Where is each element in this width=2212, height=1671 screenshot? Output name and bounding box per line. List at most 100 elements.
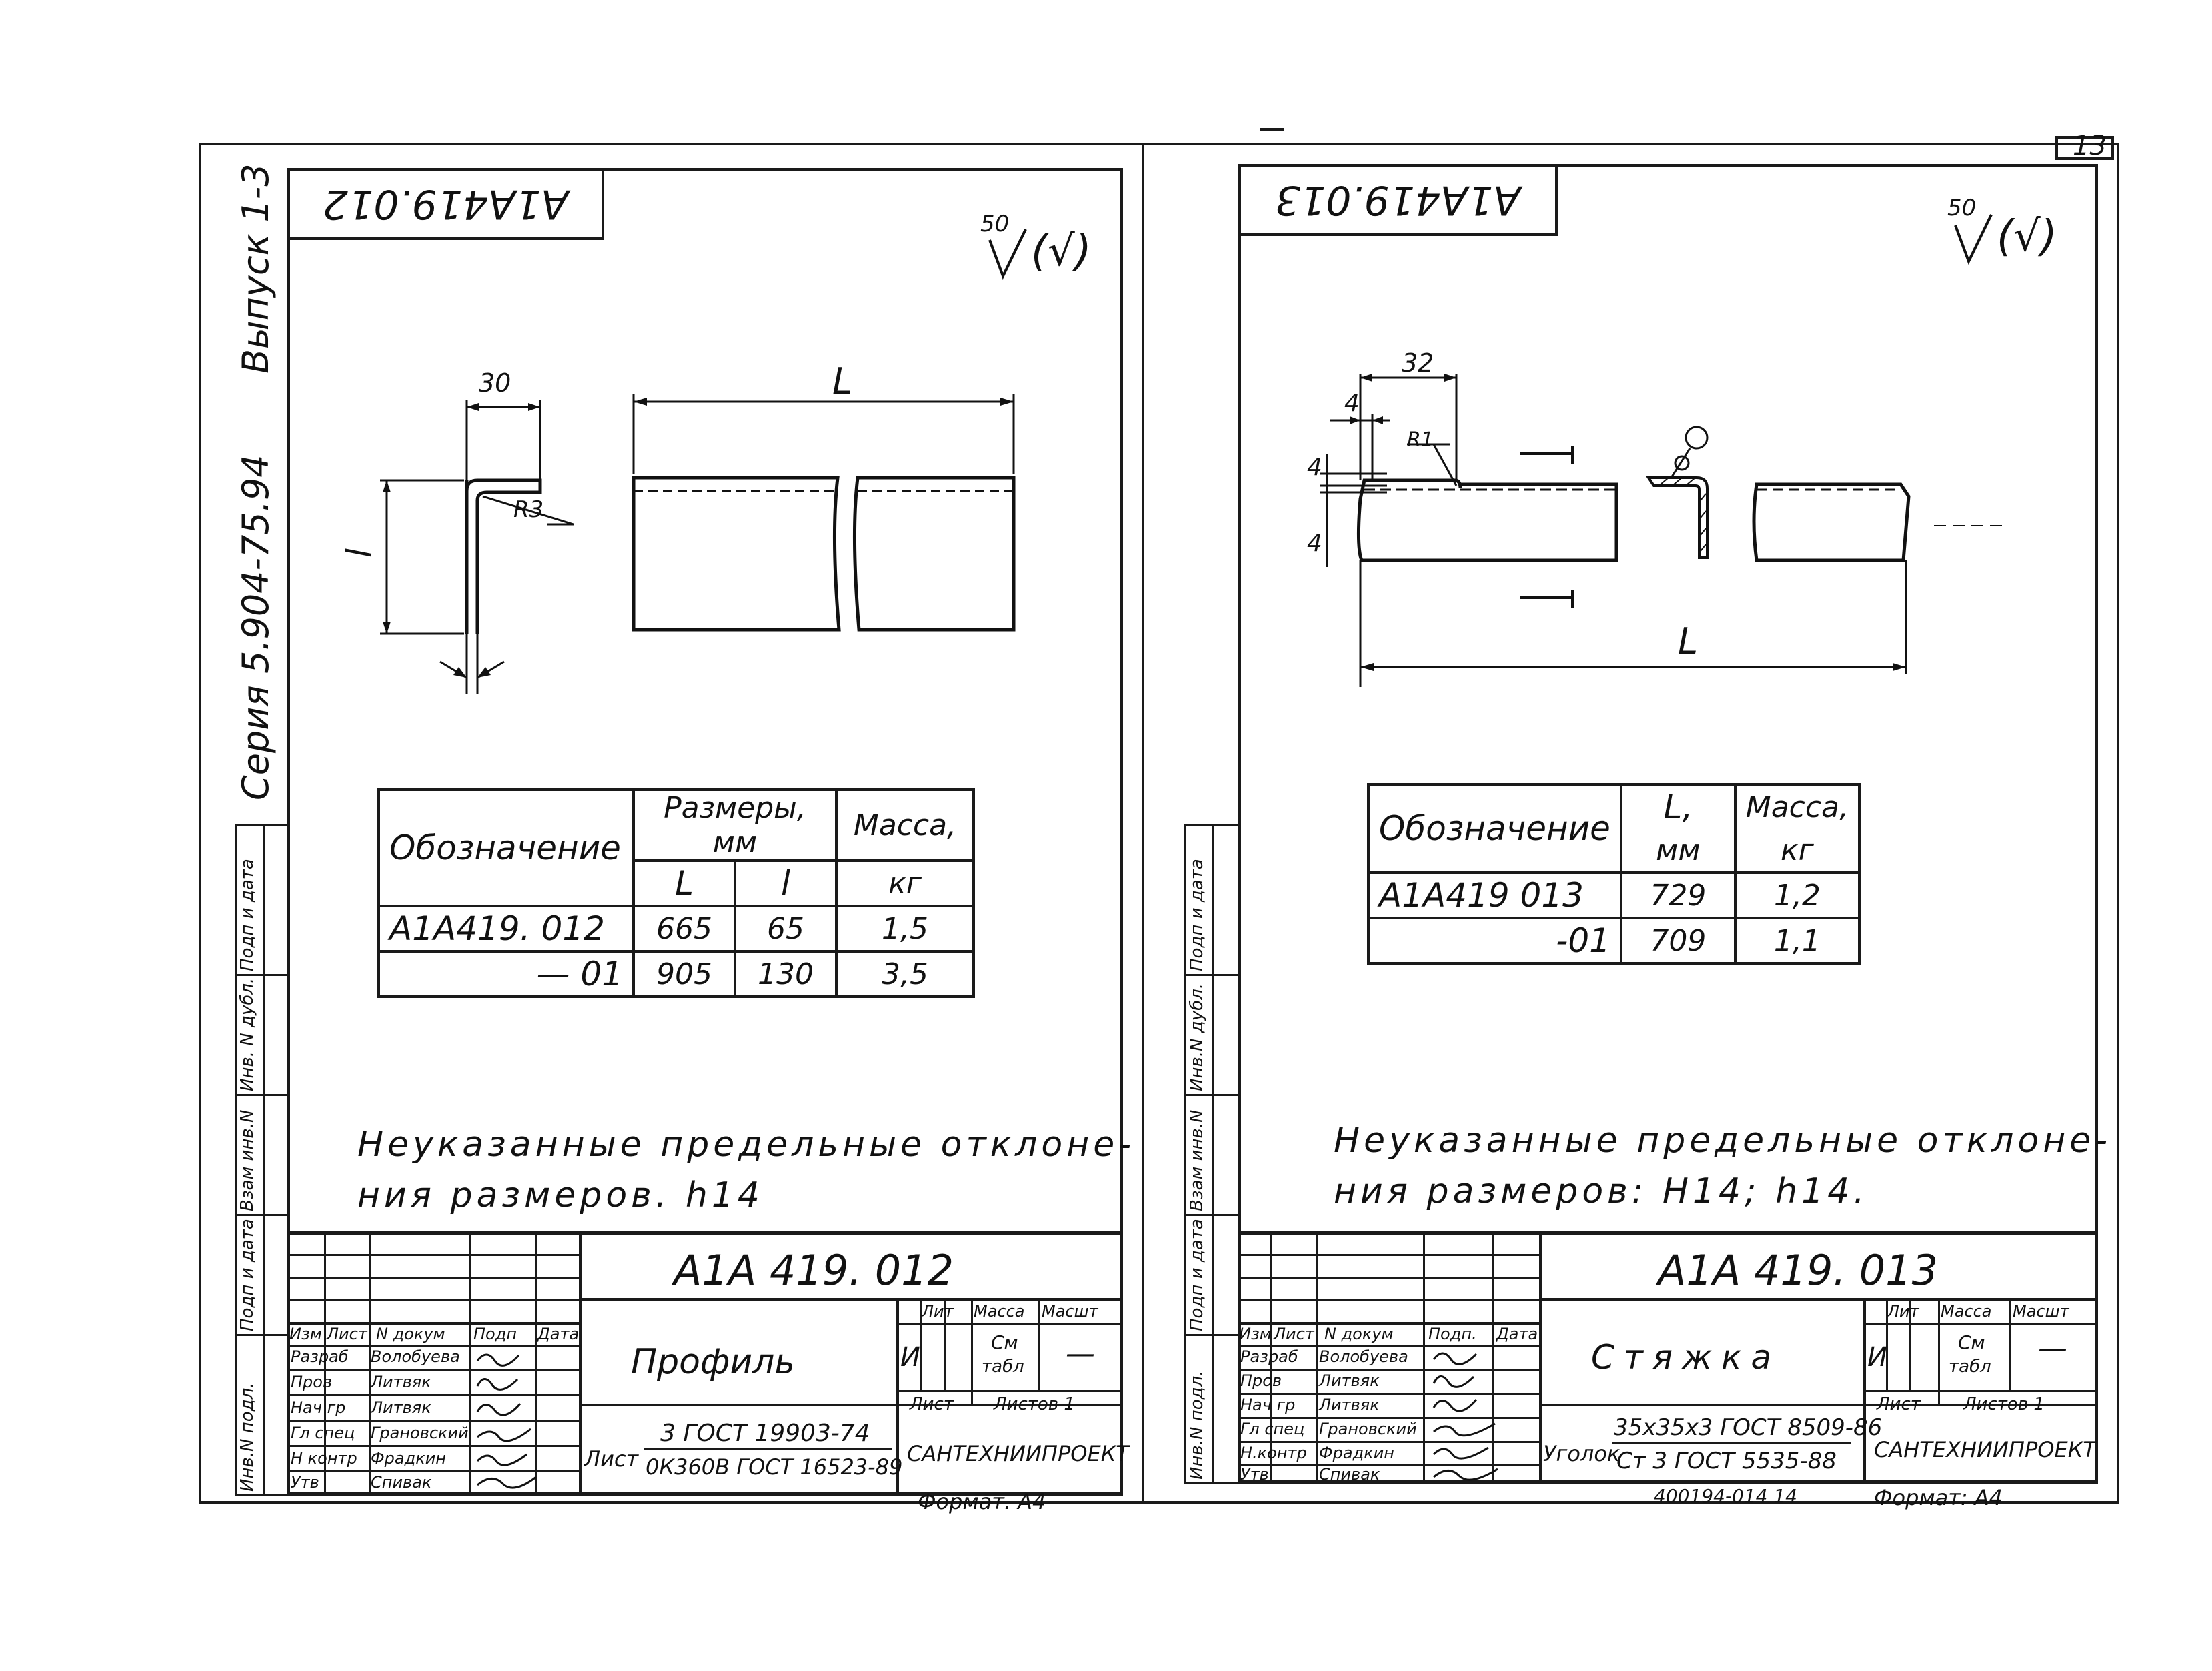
outer-border (199, 143, 2119, 1504)
tb-format: Формат. А4 (918, 1489, 1046, 1514)
tb-sheet: Лист (1877, 1394, 1921, 1414)
tb-role: Нач гр (1240, 1396, 1296, 1414)
tb-line (287, 1322, 580, 1325)
tie-drawing (1320, 374, 2007, 687)
tb-person: Литвяк (371, 1398, 431, 1417)
tb-org: Сантехниипроект (1874, 1437, 2096, 1462)
tb-line (1863, 1323, 2098, 1325)
strip-label: Подп и дата (1187, 859, 1207, 971)
tb-line (1238, 1299, 1540, 1301)
tb-role: Разраб (1240, 1347, 1298, 1366)
tb-person: Грановский (1319, 1420, 1417, 1438)
tb-hdr: Дата (1496, 1325, 1538, 1343)
top-mark (1260, 128, 1284, 131)
strip-label: Инв.N подл. (1187, 1370, 1207, 1480)
profile-plan-drawing (632, 394, 1016, 632)
tb-line (896, 1390, 1123, 1392)
left-note-line2: ния размеров. h14 (357, 1175, 764, 1215)
tb-line (287, 1470, 580, 1472)
left-doc-name: Профиль (631, 1342, 796, 1382)
right-doc-number: А1А 419. 013 (1658, 1246, 1939, 1295)
right-note-line2: ния размеров: Н14; h14. (1334, 1171, 1869, 1211)
tb-lit: Лит (1887, 1302, 1919, 1321)
left-code-tab: А1А419.012 (287, 168, 604, 240)
strip-divider (1212, 824, 1214, 1484)
tb-lit: Лит (922, 1302, 954, 1321)
tb-line (1492, 1231, 1494, 1484)
dim-L: L (832, 360, 853, 402)
tb-person: Спивак (371, 1473, 432, 1492)
tb-material-prefix: Лист (584, 1446, 639, 1472)
tb-line (1238, 1254, 1540, 1256)
tb-hdr: N докум (376, 1325, 445, 1343)
tb-line (1038, 1298, 1040, 1390)
tb-line (287, 1369, 580, 1371)
cell-mass: 3,5 (835, 950, 975, 998)
table-row: -01 709 1,1 (1367, 917, 1861, 965)
tb-scale: Масшт (1042, 1302, 1098, 1321)
dim-4: 4 (1344, 390, 1360, 417)
code-tab-text: А1А419.012 (322, 181, 569, 227)
tb-role: Утв (1240, 1465, 1269, 1484)
tb-line (287, 1277, 580, 1279)
tb-role: Н контр (291, 1449, 357, 1468)
cell-designation: -01 (1367, 917, 1622, 965)
dim-l-small: l (339, 548, 379, 558)
th-mm: мм (1619, 828, 1737, 874)
strip-divider (263, 824, 265, 1496)
right-sheet-frame (1238, 164, 2098, 1484)
cell-mass: 1,2 (1733, 871, 1861, 919)
tb-hdr: Изм (1239, 1325, 1272, 1343)
th-L: L (632, 859, 736, 907)
tb-line (369, 1231, 371, 1496)
tb-role: Пров (1240, 1371, 1282, 1390)
tb-lit-value: И (1867, 1342, 1887, 1373)
tb-mass-value: См (991, 1331, 1018, 1353)
strip-row-line (235, 974, 289, 976)
tb-role: Гл спец (1240, 1420, 1305, 1438)
tb-line (1316, 1231, 1318, 1484)
tb-line (1270, 1231, 1272, 1484)
tb-line (324, 1231, 326, 1496)
series-label: Серия 5.904-75.94 (235, 454, 277, 800)
tb-line (1539, 1231, 1542, 1484)
tb-person: Литвяк (1319, 1371, 1380, 1390)
strip-row-line (1184, 1094, 1240, 1096)
right-title-block (1238, 1231, 2098, 1484)
tb-line (1938, 1298, 1940, 1390)
tb-hdr: N докум (1324, 1325, 1394, 1343)
tb-line (971, 1390, 973, 1405)
cell-designation: — 01 (377, 950, 635, 998)
tb-sheets: Листов 1 (1963, 1394, 2045, 1414)
tb-material-line1: 35х35х3 ГОСТ 8509-86 (1614, 1414, 1883, 1441)
sheet-divider (1142, 143, 1144, 1504)
tb-line (287, 1394, 580, 1396)
tb-person: Волобуева (371, 1347, 460, 1366)
th-mass: Масса, (835, 788, 975, 862)
tb-line (469, 1231, 471, 1496)
cell-l: 65 (734, 905, 838, 953)
cell-mass: 1,1 (1733, 917, 1861, 965)
tb-hdr: Лист (1274, 1325, 1314, 1343)
page-number-box (2055, 136, 2114, 160)
right-note-line1: Неуказанные предельные отклоне- (1334, 1121, 2111, 1161)
tb-role: Утв (291, 1473, 319, 1492)
strip-label: Подп и дата (237, 1219, 257, 1331)
right-code-tab: А1А419.013 (1238, 164, 1558, 236)
strip-row-line (235, 1214, 289, 1216)
tb-mass: Масса (974, 1302, 1025, 1321)
tb-person: Спивак (1319, 1465, 1380, 1484)
tb-mass-value2: табл (1949, 1357, 1991, 1377)
tb-person: Волобуева (1319, 1347, 1408, 1366)
tb-line (1238, 1277, 1540, 1279)
tb-sheet: Лист (910, 1394, 954, 1414)
th-l: l (734, 859, 838, 907)
tb-line (535, 1231, 537, 1496)
tb-line (1238, 1322, 1540, 1325)
tb-scale-value: — (1066, 1337, 1095, 1371)
tb-line (944, 1298, 946, 1390)
strip-label: Инв.N дубл. (1187, 983, 1207, 1091)
tb-stamp: 400194-014 14 (1654, 1485, 1797, 1507)
material-fraction-line (1612, 1442, 1851, 1444)
tb-line (287, 1420, 580, 1422)
